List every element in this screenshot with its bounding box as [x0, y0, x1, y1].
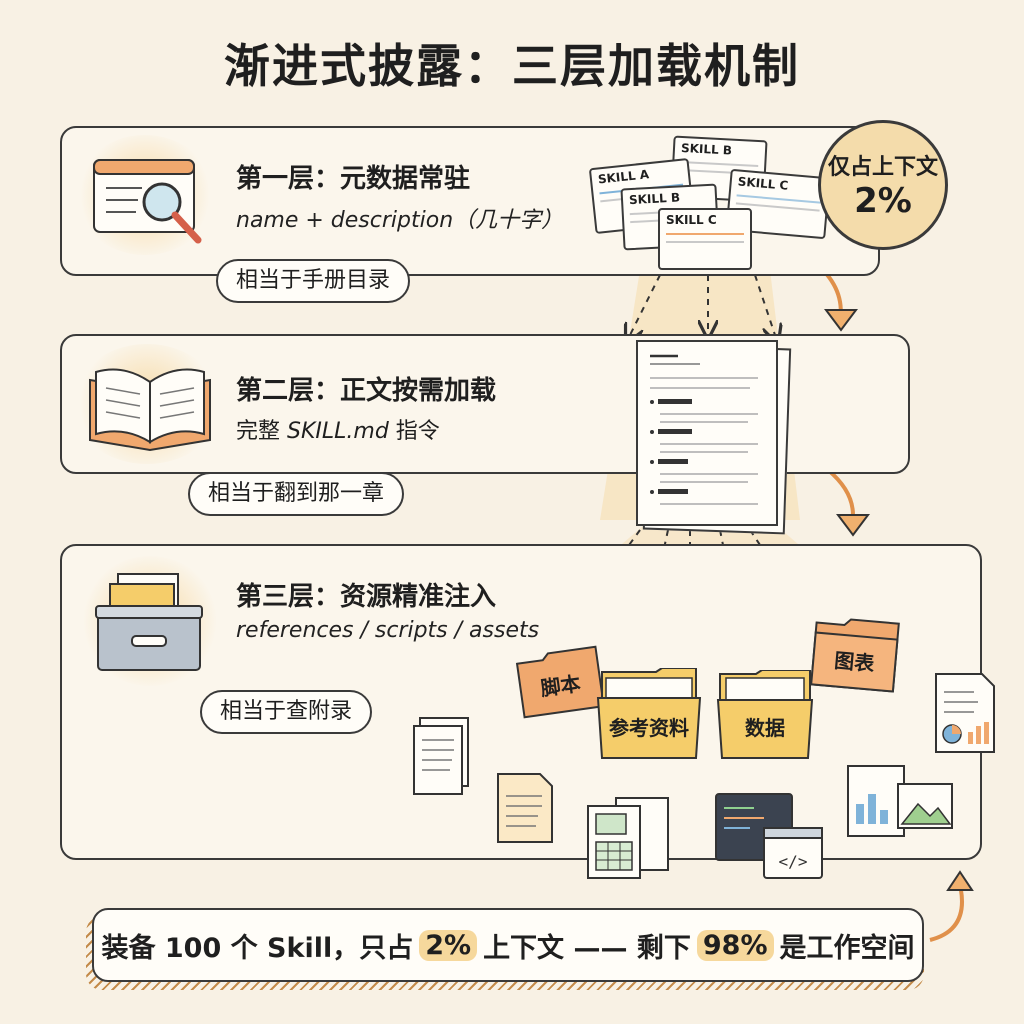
footer-text-3: 是工作空间: [779, 932, 915, 964]
stamp-label: 仅占上下文: [827, 155, 938, 180]
text-document-icon: [413, 717, 469, 795]
context-usage-stamp: 仅占上下文 2%: [818, 120, 948, 250]
report-chart-icon: [935, 673, 995, 753]
layer-3-subtitle: references / scripts / assets: [236, 618, 540, 643]
folder-label: 数据: [745, 716, 785, 740]
layer-2-title: 第二层：正文按需加载: [236, 376, 497, 406]
svg-text:</>: </>: [779, 852, 808, 871]
page-title: 渐进式披露：三层加载机制: [224, 39, 800, 93]
folder-label: 参考资料: [609, 716, 689, 740]
layer-1-analogy-bubble: 相当于手册目录: [216, 259, 411, 303]
chart-image-icon: [847, 765, 953, 837]
layer-1-subtitle: name + description（几十字）: [236, 208, 564, 233]
skill-card: SKILL C: [658, 208, 752, 270]
layer-3-analogy-bubble: 相当于查附录: [200, 690, 373, 734]
footer-banner: 装备 100 个 Skill，只占 2% 上下文 —— 剩下 98% 是工作空间: [92, 908, 924, 982]
document-lines: [650, 354, 758, 505]
folder-data: 数据: [716, 670, 814, 760]
footer-text-1: 装备 100 个 Skill，只占: [101, 932, 414, 964]
layer-2-subtitle: 完整 SKILL.md 指令: [236, 419, 440, 444]
browser-search-icon: [93, 159, 202, 244]
layer-1-title: 第一层：元数据常驻: [236, 164, 471, 194]
open-book-icon: [89, 368, 211, 452]
file-drawer-icon: [95, 573, 203, 671]
code-window-icon: </>: [715, 793, 823, 879]
folder-charts: 图表: [809, 614, 901, 693]
folder-references: 参考资料: [596, 668, 702, 760]
text-document-icon: [497, 773, 553, 843]
spreadsheet-image-icon: [587, 797, 669, 879]
footer-text-2: 上下文 —— 剩下: [483, 932, 691, 964]
footer-highlight-workspace: 98%: [696, 929, 774, 961]
folder-scripts: 脚本: [514, 644, 606, 719]
footer-highlight-context: 2%: [419, 929, 478, 961]
layer-3-title: 第三层：资源精准注入: [236, 582, 497, 612]
skill-md-document: [636, 340, 778, 526]
stamp-percent: 2%: [854, 181, 912, 221]
layer-2-analogy-bubble: 相当于翻到那一章: [188, 472, 405, 516]
